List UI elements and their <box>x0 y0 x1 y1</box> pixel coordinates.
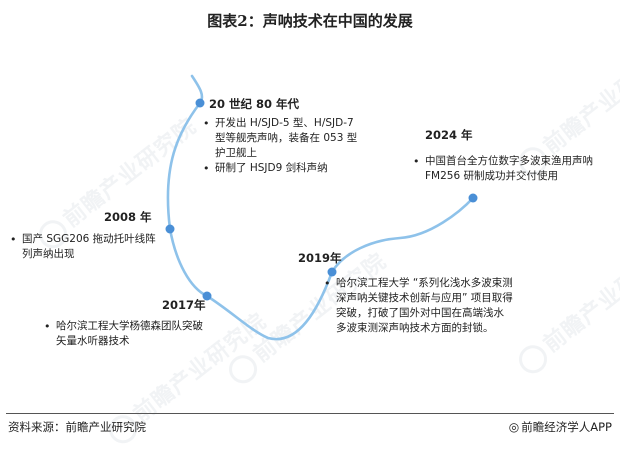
brand-logo-icon: ◎ <box>508 420 520 434</box>
milestone-event: 中国首台全方位数字多波束渔用声呐 FM256 研制成功并交付使用 <box>413 154 598 184</box>
timeline-node-2024 <box>468 193 478 203</box>
milestone-year: 2008 年 <box>104 210 152 224</box>
footer-divider <box>6 413 614 414</box>
timeline-curve <box>166 74 475 341</box>
milestone-events: 开发出 H/SJD-5 型、H/SJD-7 型等舰壳声呐，装备在 053 型护卫… <box>203 116 365 176</box>
brand-name: 前瞻经济学人APP <box>521 420 612 434</box>
milestone-year: 20 世纪 80 年代 <box>209 97 300 111</box>
milestone-event: 开发出 H/SJD-5 型、H/SJD-7 型等舰壳声呐，装备在 053 型护卫… <box>203 116 365 161</box>
milestone-events: 中国首台全方位数字多波束渔用声呐 FM256 研制成功并交付使用 <box>413 154 598 184</box>
milestone-events: 哈尔滨工程大学杨德森团队突破矢量水听器技术 <box>44 319 204 349</box>
timeline-node-2008 <box>165 224 175 234</box>
milestone-event: 哈尔滨工程大学 “系列化浅水多波束测深声呐关键技术创新与应用” 项目取得突破，打… <box>324 276 514 336</box>
milestone-event: 研制了 HSJD9 剑科声纳 <box>203 161 365 176</box>
timeline-node-1980s <box>195 98 205 108</box>
timeline-node-2017 <box>202 291 212 301</box>
milestone-year: 2024 年 <box>425 128 473 142</box>
timeline-node-2019 <box>327 267 337 277</box>
milestone-year: 2019年 <box>298 251 342 265</box>
source-note: 资料来源：前瞻产业研究院 <box>8 420 146 434</box>
milestone-event: 哈尔滨工程大学杨德森团队突破矢量水听器技术 <box>44 319 204 349</box>
milestone-events: 哈尔滨工程大学 “系列化浅水多波束测深声呐关键技术创新与应用” 项目取得突破，打… <box>324 276 514 336</box>
milestone-events: 国产 SGG206 拖动托叶线阵列声纳出现 <box>10 232 160 262</box>
footer-brand: ◎前瞻经济学人APP <box>509 419 612 435</box>
milestone-event: 国产 SGG206 拖动托叶线阵列声纳出现 <box>10 232 160 262</box>
milestone-year: 2017年 <box>162 298 206 312</box>
page-title: 图表2：声呐技术在中国的发展 <box>207 12 413 30</box>
